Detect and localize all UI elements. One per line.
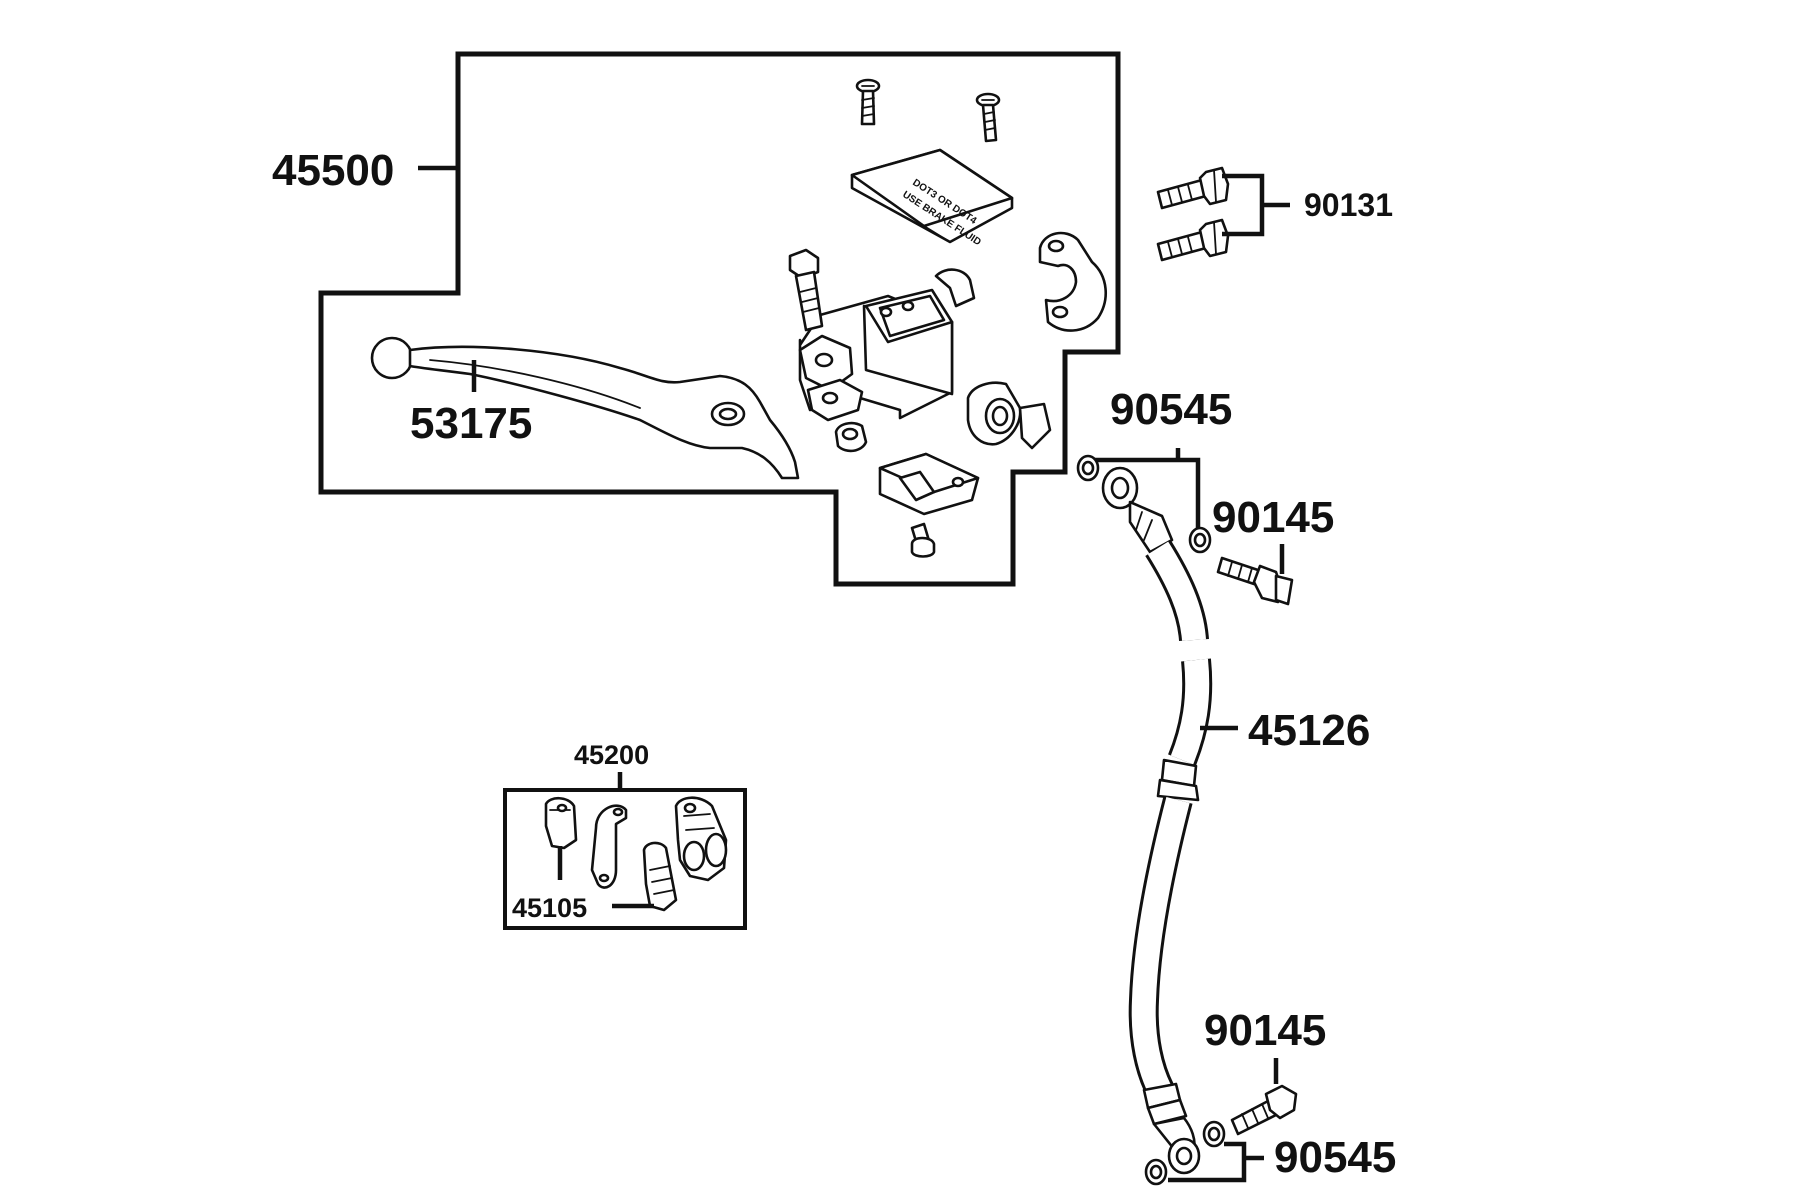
brake-switch-icon [878, 452, 980, 516]
bolt-90131-icon [1156, 166, 1230, 210]
banjo-bolt-bottom-icon [1230, 1084, 1298, 1136]
pivot-nut-icon [834, 421, 868, 453]
cap-screw-icon [975, 92, 1001, 143]
label-45126: 45126 [1248, 706, 1370, 755]
assembly-frame-45500 [318, 51, 1121, 587]
banjo-fitting-bottom-icon [1167, 1137, 1201, 1175]
washer-90545-icon [1144, 1158, 1168, 1186]
leader-90545-top [1090, 448, 1201, 528]
brake-pad-icon [642, 841, 678, 912]
cap-screw-icon [855, 78, 881, 126]
brake-pad-icon [544, 796, 578, 850]
washer-90545-icon [1076, 454, 1100, 482]
master-cylinder-body-icon [798, 268, 1052, 450]
caliper-frame-45200 [503, 788, 747, 930]
caliper-body-icon [674, 796, 728, 882]
banjo-bolt-top-icon [1216, 556, 1294, 606]
caliper-bracket-icon [590, 804, 628, 889]
handlebar-clamp-icon [1038, 231, 1108, 332]
leader-90545-bottom [1168, 1141, 1264, 1183]
label-53175: 53175 [410, 399, 532, 448]
label-90131: 90131 [1304, 187, 1393, 223]
bolt-90131-icon [1156, 218, 1230, 262]
label-90545-bottom: 90545 [1274, 1133, 1396, 1182]
label-90145-bottom: 90145 [1204, 1006, 1326, 1055]
brake-hose-icon [1128, 540, 1213, 1156]
label-45200: 45200 [574, 740, 649, 770]
label-90545-top: 90545 [1110, 385, 1232, 434]
reservoir-cap-icon: USE BRAKE FLUID DOT3 OR DOT4 [850, 148, 1014, 248]
label-45500: 45500 [272, 146, 394, 195]
washer-90545-icon [1202, 1120, 1226, 1148]
label-90145-top: 90145 [1212, 493, 1334, 542]
pivot-bolt-icon [788, 248, 824, 332]
switch-screw-icon [910, 522, 936, 558]
label-45105: 45105 [512, 893, 587, 923]
brake-lever-icon [370, 336, 800, 480]
leader-90131 [1222, 173, 1290, 237]
washer-90545-icon [1188, 526, 1212, 554]
banjo-fitting-top-icon [1101, 466, 1174, 554]
